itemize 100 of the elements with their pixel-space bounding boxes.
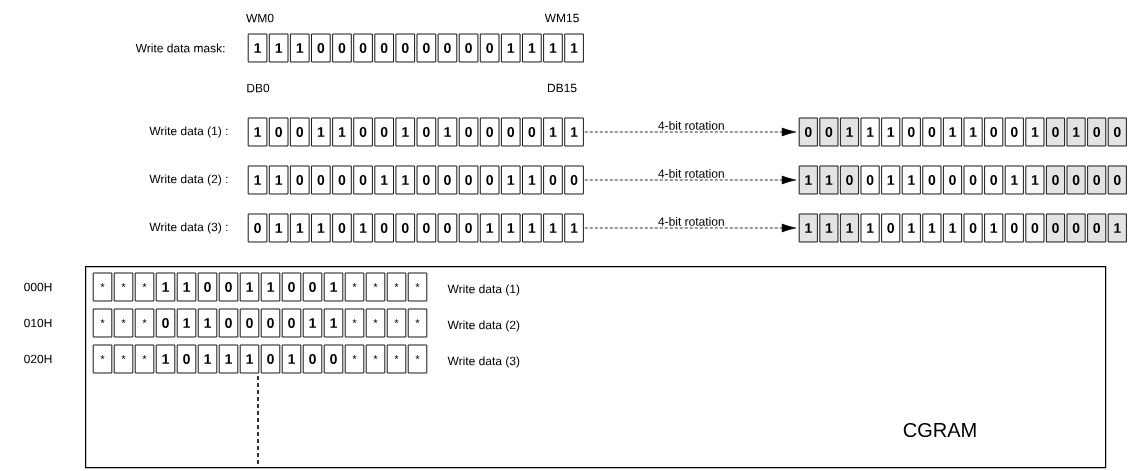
node-label: *: [394, 283, 399, 288]
node-label: 1: [317, 223, 325, 233]
node-label: *: [352, 283, 357, 288]
node-label: 1: [867, 127, 874, 137]
node-label: *: [352, 355, 357, 360]
node-label: 0: [928, 175, 936, 185]
edge-label: 4-bit rotation: [658, 121, 724, 130]
node-label: 0: [486, 43, 493, 53]
node-label: 0: [1031, 223, 1039, 233]
node-label: 1: [183, 318, 191, 328]
node-label: 0: [296, 175, 304, 185]
node-label: 1: [1114, 223, 1121, 233]
node-label: 1: [402, 127, 409, 137]
node-label: 0: [1072, 175, 1080, 185]
node-label: 1: [254, 127, 262, 137]
memory-row: * * * 0 1 1 0 0 0 0 1 1 * * * *: [92, 308, 428, 338]
node-label: 0: [225, 282, 232, 292]
node-label: 1: [338, 127, 346, 137]
address-label: 010H: [24, 318, 52, 328]
node-label: 0: [887, 223, 895, 233]
node-label: 0: [317, 175, 325, 185]
node-label: 1: [204, 354, 212, 364]
node-label: 1: [970, 127, 977, 137]
row-label: Write data (3) :: [149, 222, 228, 234]
node-label: 0: [288, 318, 295, 328]
node-label: 0: [423, 223, 430, 233]
node-label: 0: [1072, 223, 1080, 233]
bit-label: DB0: [247, 83, 270, 93]
node-label: 1: [254, 43, 262, 53]
node-label: 0: [444, 223, 451, 233]
node-label: *: [373, 355, 378, 360]
node-label: 1: [1031, 127, 1039, 137]
edge-label: 4-bit rotation: [658, 217, 724, 226]
row-label: Write data (2) :: [149, 174, 228, 186]
node-label: *: [100, 355, 105, 360]
node-label: 0: [423, 43, 430, 53]
node-label: 0: [465, 223, 472, 233]
row-caption: Write data (1): [447, 284, 520, 296]
node-label: 0: [380, 43, 388, 53]
node-label: *: [121, 283, 126, 288]
node-label: 0: [225, 318, 232, 328]
node-label: 0: [1093, 175, 1101, 185]
node-label: 0: [359, 127, 367, 137]
register-row: 0 0 1 1 1 0 0 1 1 0 0 1 0 1 0 0: [798, 117, 1127, 147]
node-label: 1: [204, 318, 212, 328]
node-label: 1: [296, 223, 304, 233]
node-label: 0: [423, 175, 430, 185]
node-label: 0: [309, 282, 316, 292]
node-label: 1: [486, 223, 494, 233]
node-label: *: [415, 319, 420, 324]
register-row: 0 1 1 1 0 1 0 0 0 0 0 1 1 1 1 1: [247, 213, 584, 243]
node-label: 1: [949, 127, 957, 137]
memory-row: * * * 1 0 1 1 1 0 1 0 0 * * * *: [92, 344, 428, 374]
node-label: 1: [805, 223, 812, 233]
node-label: 0: [486, 127, 493, 137]
node-label: 1: [275, 43, 283, 53]
memory-row: * * * 1 1 0 0 1 1 0 0 1 * * * *: [92, 272, 428, 302]
node-label: 1: [528, 175, 536, 185]
node-label: 0: [465, 43, 472, 53]
node-label: 1: [402, 175, 409, 185]
node-label: 0: [928, 127, 936, 137]
node-label: 1: [246, 282, 254, 292]
node-label: 1: [528, 223, 536, 233]
node-label: 0: [275, 127, 282, 137]
node-label: *: [142, 355, 147, 360]
node-label: 0: [1093, 223, 1101, 233]
node-label: 1: [1073, 127, 1080, 137]
node-label: 1: [162, 282, 170, 292]
node-label: 1: [1031, 175, 1039, 185]
node-label: *: [415, 355, 420, 360]
node-label: 0: [254, 223, 261, 233]
node-label: 1: [846, 223, 854, 233]
node-label: 1: [571, 223, 578, 233]
node-label: 1: [296, 43, 304, 53]
node-label: 1: [225, 354, 233, 364]
node-label: 1: [928, 223, 936, 233]
node-label: 1: [381, 175, 388, 185]
node-label: 1: [330, 282, 338, 292]
node-label: 0: [380, 223, 388, 233]
node-label: *: [352, 319, 357, 324]
node-label: 0: [338, 43, 346, 53]
node-label: *: [142, 283, 147, 288]
node-label: 0: [309, 354, 316, 364]
node-label: 0: [401, 223, 409, 233]
node-label: 0: [465, 175, 472, 185]
node-label: 1: [805, 175, 812, 185]
bit-label: DB15: [548, 83, 577, 93]
node-label: 0: [486, 175, 493, 185]
node-label: 0: [804, 127, 812, 137]
node-label: 1: [867, 223, 874, 233]
node-label: 0: [1052, 223, 1059, 233]
node-label: 0: [1052, 127, 1059, 137]
node-label: *: [100, 319, 105, 324]
node-label: 1: [507, 43, 515, 53]
node-label: 0: [570, 175, 578, 185]
node-label: 0: [162, 318, 169, 328]
row-label: Write data mask:: [135, 43, 225, 53]
node-label: 1: [246, 354, 254, 364]
node-label: 0: [990, 175, 998, 185]
row-caption: Write data (3): [447, 356, 520, 368]
